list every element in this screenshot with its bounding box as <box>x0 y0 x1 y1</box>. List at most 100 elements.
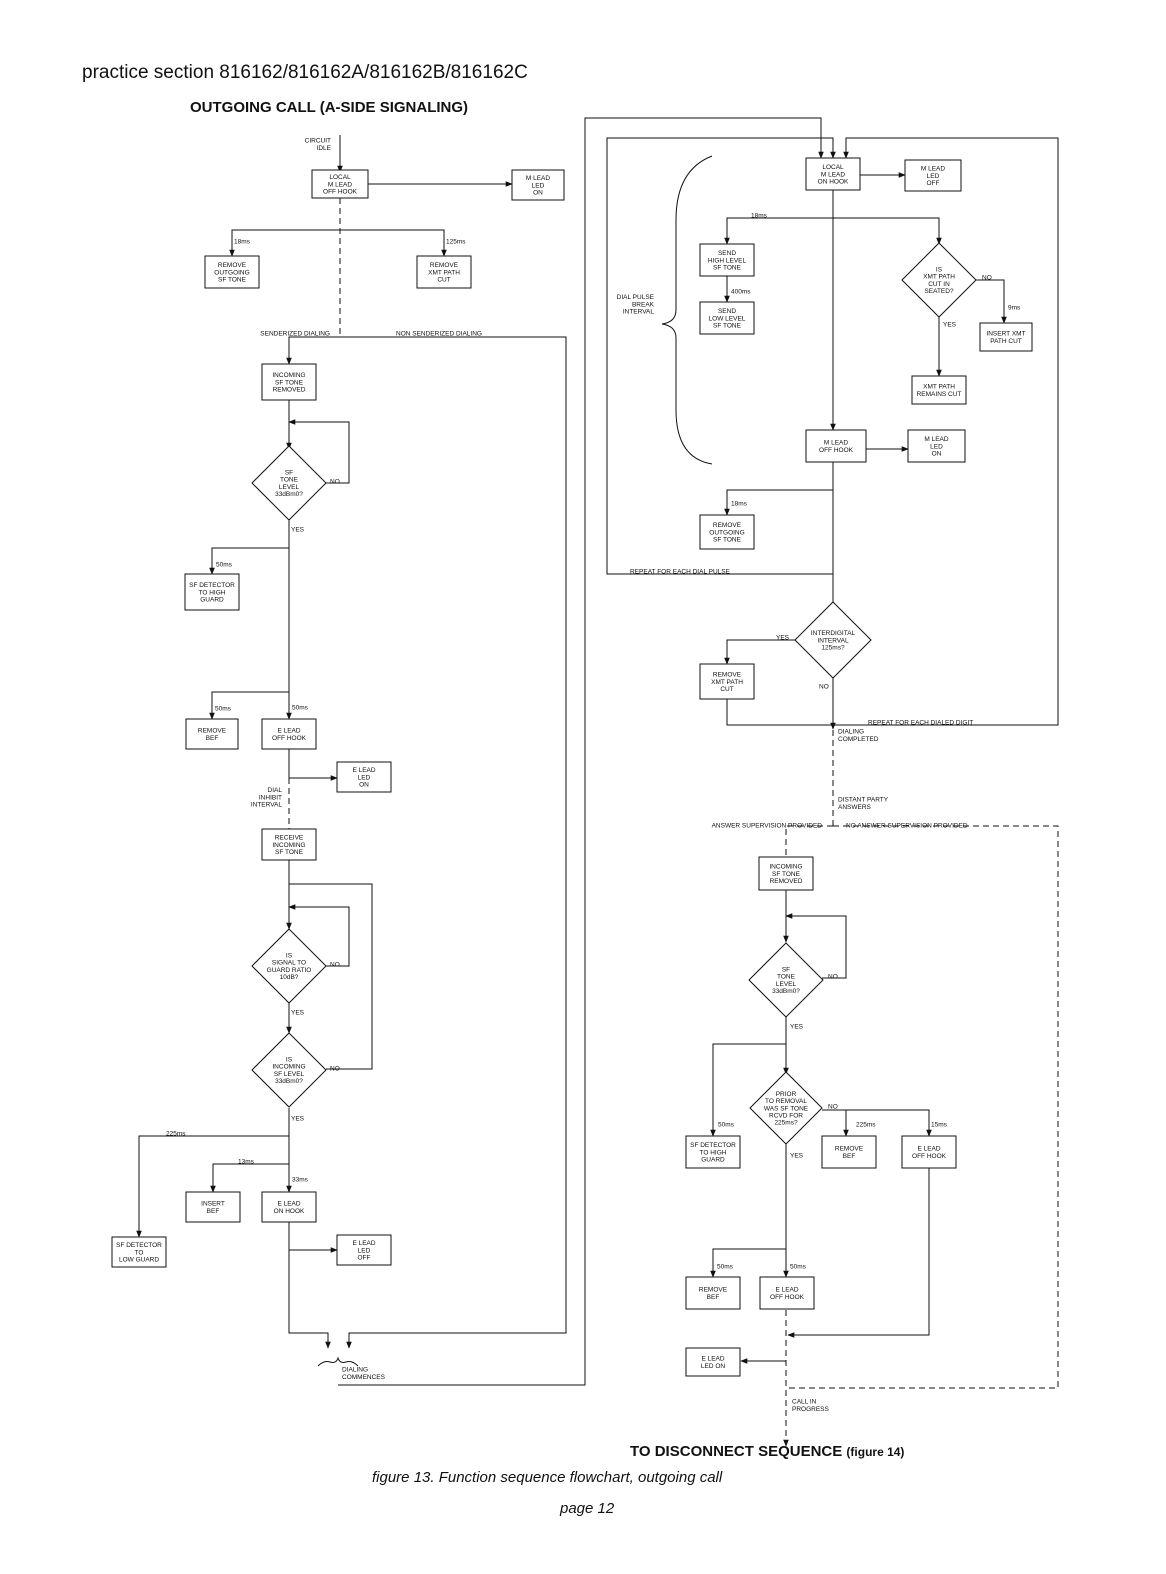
node-text: BEF <box>843 1153 856 1160</box>
node-text: RECEIVE <box>275 835 304 842</box>
edge-label: NON SENDERIZED DIALING <box>396 330 482 337</box>
label-text: 50ms <box>717 1263 734 1270</box>
label-text: DIAL <box>268 787 283 794</box>
continuation-reference: (figure 14) <box>846 1445 905 1459</box>
decision-diamond <box>251 1032 327 1108</box>
node-text: ON <box>359 782 369 789</box>
label-text: NO <box>330 1065 340 1072</box>
node-text: LEVEL <box>776 981 797 988</box>
label-text: YES <box>291 526 305 533</box>
label-text: 18ms <box>751 212 768 219</box>
node-text: TO HIGH <box>700 1149 727 1156</box>
label-text: 125ms <box>446 238 466 245</box>
edge-label: 13ms <box>238 1158 255 1165</box>
label-text: 225ms <box>856 1121 876 1128</box>
node-text: LEVEL <box>279 484 300 491</box>
node-text: INCOMING <box>272 1064 305 1071</box>
label-text: INHIBIT <box>259 794 282 801</box>
label-text: NO ANSWER SUPERVISION PROVIDED <box>846 822 968 829</box>
node-text: OFF <box>358 1255 371 1262</box>
label-text: 400ms <box>731 288 751 295</box>
node-text: GUARD RATIO <box>267 967 312 974</box>
node-text: TO <box>135 1249 144 1256</box>
node-text: LOCAL <box>822 164 844 171</box>
process-box <box>261 1191 317 1223</box>
node-text: ON HOOK <box>818 179 849 186</box>
decision-diamond <box>901 242 977 318</box>
process-box <box>699 663 755 700</box>
node-text: INCOMING <box>769 864 802 871</box>
edge-label: YES <box>291 1115 305 1122</box>
node-text: XMT PATH <box>428 269 460 276</box>
node-text: LOW GUARD <box>119 1257 159 1264</box>
label-text: YES <box>790 1152 804 1159</box>
node-text: REMOVE <box>198 728 227 735</box>
node-text: BEF <box>206 735 219 742</box>
node-text: TO REMOVAL <box>765 1098 807 1105</box>
label-text: 50ms <box>215 705 232 712</box>
node-text: IS <box>936 267 943 274</box>
node-text: 33dBm0? <box>275 491 303 498</box>
label-text: CALL IN <box>792 1399 817 1406</box>
node-text: LOW LEVEL <box>709 315 746 322</box>
continuation-text: TO DISCONNECT SEQUENCE <box>630 1443 843 1460</box>
node-text: REMOVE <box>218 262 247 269</box>
node-text: E LEAD <box>277 1201 300 1208</box>
node-text: SF TONE <box>772 871 801 878</box>
label-text: NON SENDERIZED DIALING <box>396 330 482 337</box>
node-text: E LEAD <box>917 1146 940 1153</box>
node-text: 225ms? <box>774 1120 798 1127</box>
process-box <box>911 375 967 405</box>
label-text: NO <box>828 973 838 980</box>
node-text: LED <box>358 1247 371 1254</box>
edge-label: NO <box>819 683 829 690</box>
node-text: LED <box>358 774 371 781</box>
node-text: CUT <box>720 686 733 693</box>
node-text: OFF HOOK <box>323 189 358 196</box>
process-box <box>111 1236 167 1268</box>
node-text: IS <box>286 953 293 960</box>
edge-label: ANSWER SUPERVISION PROVIDED <box>712 822 823 829</box>
node-text: XMT PATH <box>923 274 955 281</box>
node-text: REMOVE <box>835 1146 864 1153</box>
edge-label: NO <box>828 973 838 980</box>
process-box <box>204 255 260 289</box>
node-text: GUARD <box>200 597 224 604</box>
node-text: REMOVED <box>273 387 306 394</box>
node-text: INCOMING <box>272 372 305 379</box>
node-text: PATH CUT <box>990 338 1022 345</box>
decision-diamond <box>749 1071 823 1145</box>
node-text: OUTGOING <box>214 269 249 276</box>
label-text: 50ms <box>292 704 309 711</box>
edge-label: 50ms <box>216 561 233 568</box>
node-text: SF <box>285 470 293 477</box>
process-box <box>184 573 240 611</box>
label-text: NO <box>330 961 340 968</box>
edge-label: NO <box>330 1065 340 1072</box>
node-text: ON HOOK <box>274 1208 305 1215</box>
node-text: TO HIGH <box>199 589 226 596</box>
node-text: SIGNAL TO <box>272 960 306 967</box>
node-text: 125ms? <box>821 645 845 652</box>
label-text: NO <box>828 1103 838 1110</box>
edge-label: 50ms <box>717 1263 734 1270</box>
node-text: E LEAD <box>775 1287 798 1294</box>
edge-label: 225ms <box>856 1121 876 1128</box>
decision-diamond <box>794 601 872 679</box>
node-text: LED <box>532 182 545 189</box>
node-text: LED <box>927 173 940 180</box>
